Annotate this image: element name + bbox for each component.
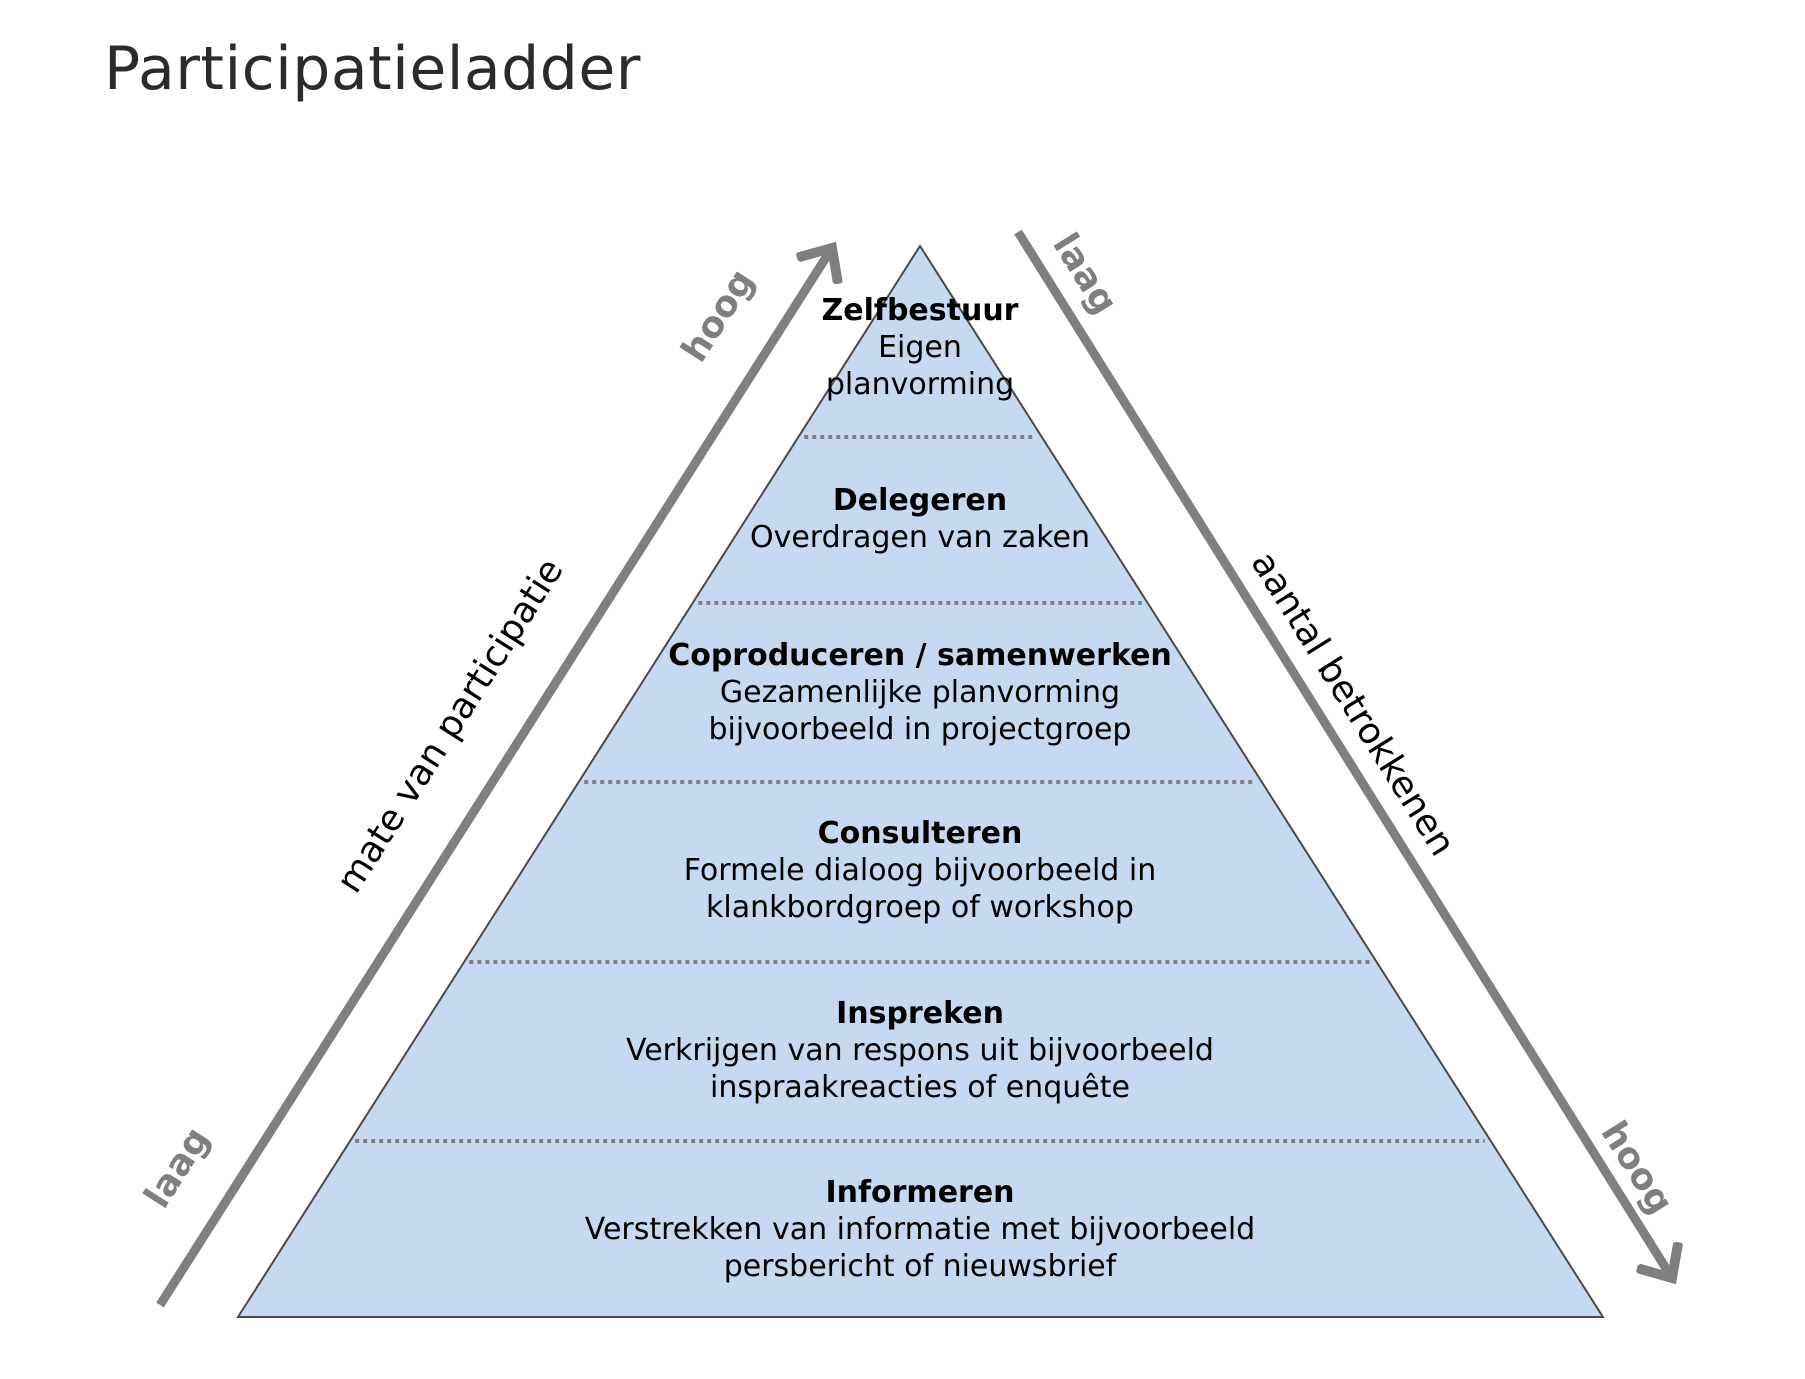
level-title: Zelfbestuur <box>822 293 1019 328</box>
level-title: Inspreken <box>836 996 1004 1031</box>
level-description: persbericht of nieuwsbrief <box>724 1249 1118 1284</box>
level-description: planvorming <box>826 367 1014 402</box>
level-description: Eigen <box>878 330 962 365</box>
level-title: Delegeren <box>833 483 1007 518</box>
level-title: Consulteren <box>818 816 1023 851</box>
level-description: bijvoorbeeld in projectgroep <box>709 712 1132 747</box>
left-axis-high-label: hoog <box>674 262 763 369</box>
level-title: Coproduceren / samenwerken <box>668 638 1172 673</box>
level-description: inspraakreacties of enquête <box>710 1070 1130 1105</box>
left-axis-arrow <box>156 248 832 1308</box>
level-title: Informeren <box>825 1175 1014 1210</box>
level-description: Formele dialoog bijvoorbeeld in <box>684 853 1156 888</box>
level-description: klankbordgroep of workshop <box>706 890 1134 925</box>
level-description: Gezamenlijke planvorming <box>720 675 1120 710</box>
right-axis-low-label: laag <box>1044 226 1125 321</box>
level-description: Verkrijgen van respons uit bijvoorbeeld <box>626 1033 1214 1068</box>
page-title: Participatieladder <box>104 34 641 104</box>
level-dividers <box>355 435 1485 1143</box>
level-description: Verstrekken van informatie met bijvoorbe… <box>585 1212 1255 1247</box>
right-axis-arrow <box>1014 229 1672 1278</box>
level-description: Overdragen van zaken <box>750 520 1090 555</box>
left-axis-low-label: laag <box>137 1120 218 1215</box>
pyramid-levels: ZelfbestuurEigenplanvormingDelegerenOver… <box>585 293 1255 1284</box>
